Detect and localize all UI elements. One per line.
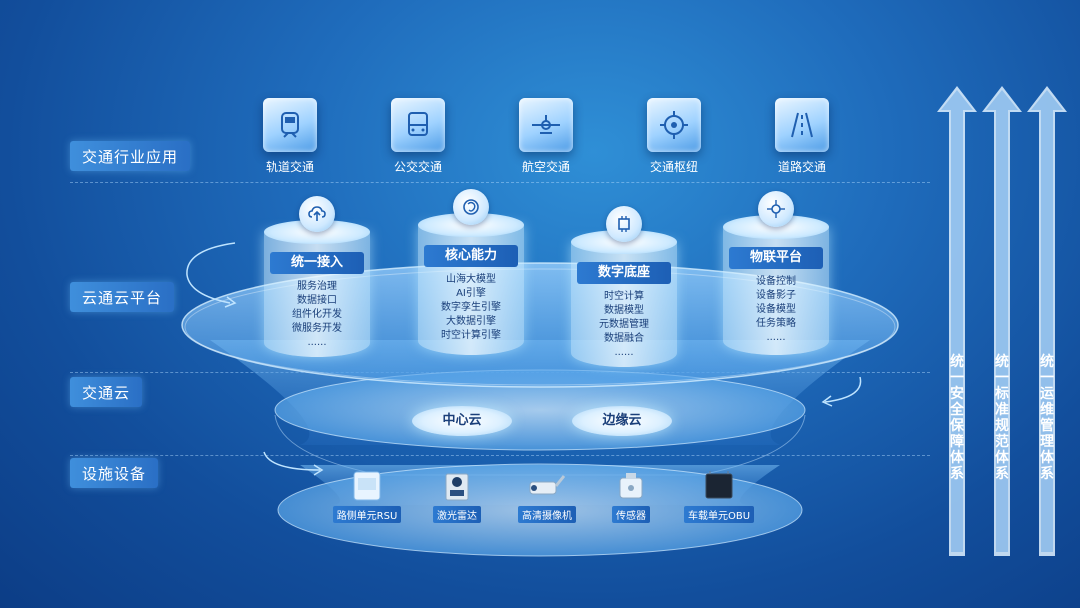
app-label: 交通枢纽: [649, 160, 698, 174]
flow-arrow-bottom: [263, 451, 324, 476]
device-sensor[interactable]: 传感器: [588, 470, 674, 523]
system-label: 统一安全保障体系: [950, 354, 964, 482]
system-label: 统一运维管理体系: [1040, 354, 1054, 482]
system-arrow-standard: 统一标准规范体系: [982, 86, 1022, 556]
lidar-icon: [436, 470, 478, 504]
device-lidar[interactable]: 激光雷达: [414, 470, 500, 523]
brain-icon: [453, 189, 489, 225]
layer-label-platform: 云通云平台: [70, 282, 175, 312]
airplane-icon: [519, 98, 573, 152]
flow-arrow-left: [186, 242, 237, 308]
app-hub[interactable]: 交通枢纽: [634, 98, 714, 175]
module-title: 统一接入: [270, 252, 364, 274]
app-label: 道路交通: [777, 160, 826, 174]
device-obu[interactable]: 车载单元OBU: [676, 470, 762, 523]
module-title: 核心能力: [424, 245, 518, 267]
edge-cloud[interactable]: 边缘云: [572, 406, 672, 436]
network-icon: [758, 191, 794, 227]
chip-icon: [606, 206, 642, 242]
separator: [70, 182, 930, 183]
sensor-icon: [610, 470, 652, 504]
system-label: 统一标准规范体系: [995, 354, 1009, 482]
rsu-icon: [346, 470, 388, 504]
app-label: 公交交通: [393, 160, 442, 174]
app-road[interactable]: 道路交通: [762, 98, 842, 175]
hub-icon: [647, 98, 701, 152]
obu-icon: [698, 470, 740, 504]
device-camera[interactable]: 高清摄像机: [504, 470, 590, 523]
app-label: 航空交通: [521, 160, 570, 174]
app-bus[interactable]: 公交交通: [378, 98, 458, 175]
module-title: 数字底座: [577, 262, 671, 284]
flow-arrow-right: [821, 376, 862, 407]
module-title: 物联平台: [729, 247, 823, 269]
system-arrow-security: 统一安全保障体系: [937, 86, 977, 556]
center-cloud[interactable]: 中心云: [412, 406, 512, 436]
separator: [70, 455, 930, 456]
layer-label-apps: 交通行业应用: [70, 141, 191, 171]
module-items: 时空计算数据模型元数据管理数据融合......: [599, 291, 649, 358]
system-arrow-ops: 统一运维管理体系: [1027, 86, 1067, 556]
device-rsu[interactable]: 路侧单元RSU: [324, 470, 410, 523]
road-icon: [775, 98, 829, 152]
bus-icon: [391, 98, 445, 152]
cloud-upload-icon: [299, 196, 335, 232]
app-label: 轨道交通: [265, 160, 314, 174]
platform-discs: [181, 262, 899, 557]
module-items: 设备控制设备影子设备模型任务策略......: [756, 276, 796, 343]
app-rail[interactable]: 轨道交通: [250, 98, 330, 175]
camera-icon: [526, 470, 568, 504]
train-icon: [263, 98, 317, 152]
module-items: 服务治理数据接口组件化开发微服务开发......: [292, 281, 342, 348]
layer-label-facility: 设施设备: [70, 458, 159, 488]
app-air[interactable]: 航空交通: [506, 98, 586, 175]
layer-label-cloud: 交通云: [70, 377, 143, 407]
